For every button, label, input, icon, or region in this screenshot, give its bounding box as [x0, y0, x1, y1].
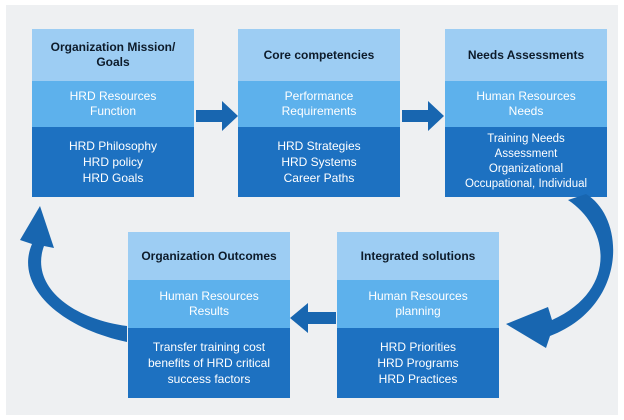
bottom-line: Transfer training cost [152, 340, 266, 354]
box-middle: Human Resources Needs [445, 81, 607, 127]
box-middle: Performance Requirements [238, 81, 400, 127]
bottom-line: success factors [167, 372, 251, 386]
header-line: Goals [96, 55, 130, 69]
bottom-line: Career Paths [283, 171, 355, 185]
bottom-line: HRD Strategies [277, 139, 361, 153]
bottom-line: HRD Systems [281, 155, 357, 169]
box-bottom: HRD Strategies HRD Systems Career Paths [238, 127, 400, 197]
bottom-line: Training Needs [487, 133, 565, 145]
header-line: Integrated solutions [360, 248, 476, 263]
bottom-line: HRD Philosophy [68, 139, 158, 153]
middle-line: Performance [284, 89, 354, 103]
box-middle: Human Resources Results [128, 280, 290, 328]
box-header: Core competencies [238, 29, 400, 81]
bottom-line: HRD Priorities [379, 340, 456, 354]
bottom-line: HRD Goals [82, 171, 144, 185]
box-core-competencies: Core competencies Performance Requiremen… [238, 29, 400, 197]
bottom-line: HRD Programs [377, 356, 459, 370]
arrow-outcomes-to-mission [20, 206, 127, 342]
bottom-line: Occupational, Individual [464, 178, 588, 190]
bottom-line: HRD Practices [378, 372, 458, 386]
box-bottom: Training Needs Assessment Organizational… [445, 127, 607, 197]
box-bottom: Transfer training cost benefits of HRD c… [128, 328, 290, 398]
box-integrated-solutions: Integrated solutions Human Resources pla… [337, 232, 499, 398]
header-line: Needs Assessments [467, 47, 585, 62]
bottom-line: Assessment [494, 148, 558, 160]
middle-line: Human Resources [368, 289, 468, 303]
box-middle: Human Resources planning [337, 280, 499, 328]
box-bottom: HRD Philosophy HRD policy HRD Goals [32, 127, 194, 197]
middle-line: Function [89, 104, 137, 118]
bottom-line: Organizational [488, 163, 564, 175]
box-bottom: HRD Priorities HRD Programs HRD Practice… [337, 328, 499, 398]
header-line: Organization Outcomes [141, 248, 277, 263]
header-line: Core competencies [263, 47, 375, 62]
box-organization-mission: Organization Mission/ Goals HRD Resource… [32, 29, 194, 197]
middle-line: HRD Resources [69, 89, 157, 103]
arrow-mission-to-competencies [196, 101, 238, 131]
middle-line: planning [395, 304, 441, 318]
box-header: Organization Mission/ Goals [32, 29, 194, 81]
middle-line: Requirements [281, 104, 357, 118]
middle-line: Human Resources [159, 289, 259, 303]
bottom-line: benefits of HRD critical [147, 356, 271, 370]
box-needs-assessments: Needs Assessments Human Resources Needs … [445, 29, 607, 197]
bottom-line: HRD policy [82, 155, 143, 169]
arrow-solutions-to-outcomes [290, 303, 336, 333]
box-header: Integrated solutions [337, 232, 499, 280]
box-header: Organization Outcomes [128, 232, 290, 280]
header-line: Organization Mission/ [50, 40, 176, 54]
middle-line: Results [188, 304, 229, 318]
arrow-needs-to-solutions [506, 194, 614, 348]
middle-line: Human Resources [476, 89, 576, 103]
box-organization-outcomes: Organization Outcomes Human Resources Re… [128, 232, 290, 398]
box-middle: HRD Resources Function [32, 81, 194, 127]
box-header: Needs Assessments [445, 29, 607, 81]
middle-line: Needs [508, 104, 544, 118]
arrow-competencies-to-needs [402, 101, 444, 131]
